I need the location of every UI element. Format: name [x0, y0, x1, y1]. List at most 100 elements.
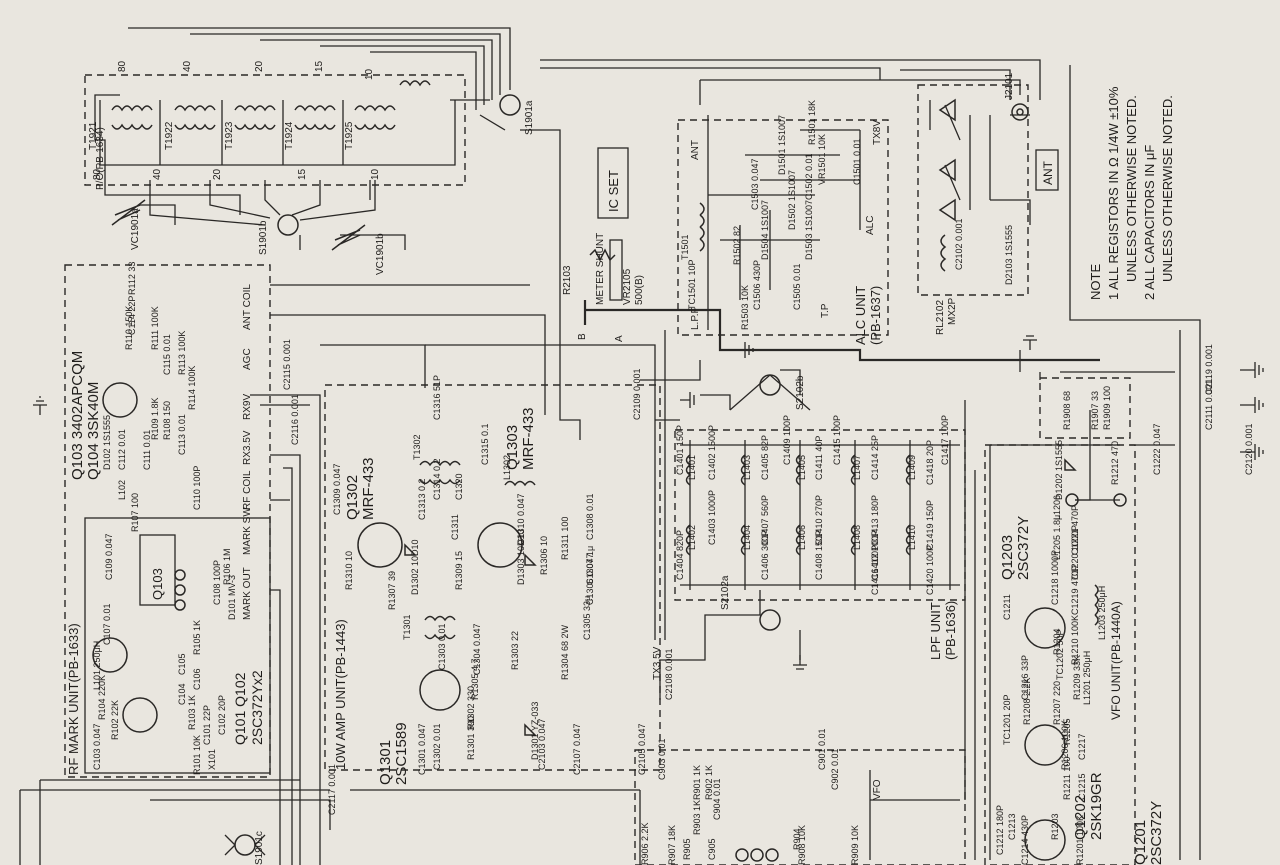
part-l1406: L1406 — [797, 525, 807, 550]
part-d1503: D1503 1S1007 — [804, 200, 814, 260]
part-l1410: L1410 — [907, 525, 917, 550]
part-r904: R904 — [792, 828, 802, 850]
part-r112: R112 33 — [127, 262, 137, 295]
part-c1215: C1215 — [1077, 773, 1087, 800]
part-r1211: R1211 100 — [1062, 757, 1072, 800]
part-c1221: C1221 470P — [1070, 505, 1080, 555]
part-r909: R909 10K — [850, 825, 860, 865]
part-c1220: C1220 1000P — [1070, 525, 1080, 580]
part-l1409: L1409 — [907, 455, 917, 480]
part-c1313: C1313 0.2 — [417, 478, 427, 520]
vr2105-label: VR2105 — [622, 268, 633, 305]
mark-sw-label: MARK SW — [242, 507, 253, 555]
band-15-top: 15 — [314, 60, 325, 72]
r2103-label: R2103 — [562, 265, 573, 295]
band-10-bottom: 10 — [370, 168, 381, 180]
q1201-label: Q1201 — [1132, 820, 1149, 865]
q1301-type-label: 2SC1589 — [393, 722, 410, 785]
q1303-type-label: MRF-433 — [520, 407, 537, 470]
part-c1303: C1303 0.01 — [437, 623, 447, 670]
part-l1203: L1203 250μH — [1097, 586, 1107, 640]
band-10-top: 10 — [364, 68, 375, 80]
part-r1209: R1209 33K — [1072, 655, 1082, 700]
note-line-4: UNLESS OTHERWISE NOTED. — [1160, 95, 1175, 282]
band-20-top: 20 — [254, 60, 265, 72]
part-c1414: C1414 25P — [870, 435, 880, 480]
part-c1310: C1310 0.047 — [516, 493, 526, 545]
part-r1311: R1311 100 — [560, 517, 570, 560]
part-c1503: C1503 0.047 — [750, 158, 760, 210]
vr2105-value: 500(B) — [634, 275, 645, 305]
part-l1402: L1402 — [687, 525, 697, 550]
part-c1304: C1304 0.047 — [472, 623, 482, 675]
q1302-type-label: MRF-433 — [360, 457, 377, 520]
alc-label: ALC — [865, 216, 876, 235]
part-r1503: R1503 10K — [740, 285, 750, 330]
part-r111: R111 100K — [150, 306, 160, 350]
part-r1208: R1208 2.2K — [1022, 677, 1032, 725]
part-r114: R114 100K — [187, 366, 197, 410]
q101-symbol — [122, 697, 158, 733]
q101-q102-type-label: 2SC372Yx2 — [249, 670, 265, 745]
q1201-symbol — [1024, 819, 1066, 861]
note-line-2: UNLESS OTHERWISE NOTED. — [1124, 95, 1139, 282]
part-c1302: C1302 0.01 — [432, 723, 442, 770]
part-c2116: C2116 0.001 — [290, 394, 300, 445]
s1901c-label: S1901c — [254, 831, 265, 865]
part-r1306: R1306 10 — [539, 536, 549, 575]
part-c1405: C1405 82P — [760, 435, 770, 480]
rl2102-label: RL2102 — [935, 300, 946, 335]
part-l101: L101 250μH — [92, 641, 102, 690]
part-c1307: C1307 1μ — [585, 546, 595, 585]
part-l102: L102 — [117, 480, 127, 500]
components — [33, 80, 1264, 862]
part-c1217: C1217 — [1077, 733, 1087, 760]
s1901b-label: S1901b — [258, 220, 269, 255]
note-title: NOTE — [1088, 264, 1103, 300]
tx8v-label: TX8V — [872, 120, 883, 145]
part-r907: R907 18K — [667, 825, 677, 865]
part-c1314: C1314 0.2 — [432, 458, 442, 500]
part-c111: C111 0.01 — [142, 430, 152, 470]
part-c1305: C1305 33μ — [582, 596, 592, 640]
part-c105: C105 — [177, 653, 187, 675]
q1203-type-label: 2SC372Y — [1015, 516, 1032, 580]
part-r1303: R1303 22 — [510, 631, 520, 670]
unit-vfo-label: VFO UNIT(PB-1440A) — [1109, 601, 1123, 720]
part-c1404: C1404 820P — [675, 530, 685, 580]
part-c2109: C2109 0.001 — [632, 368, 642, 420]
tx35v-label: TX3.5V — [652, 646, 663, 680]
part-r1909: R1909 100 — [1102, 386, 1112, 430]
part-l1403: L1403 — [742, 455, 752, 480]
part-c1401: C1401 150P — [675, 425, 685, 475]
part-r101: R101 10K — [192, 735, 202, 775]
point-a: A — [614, 335, 625, 342]
rf-coil-label: RF COIL — [242, 470, 253, 510]
part-r1302: R1302 330 — [466, 686, 476, 730]
part-l1408: L1408 — [852, 525, 862, 550]
mark-out-label: MARK OUT — [242, 567, 253, 620]
part-d102: D102 1S1555 — [102, 415, 112, 470]
q1202-symbol — [1024, 724, 1066, 766]
part-t1301: T1301 — [402, 614, 412, 640]
agc-label: AGC — [242, 348, 253, 370]
vfo-label: VFO — [872, 779, 883, 800]
part-c1410: C1410 270P — [814, 495, 824, 545]
transformer-t1923: T1923 — [224, 121, 235, 150]
ant-label: ANT — [690, 140, 701, 160]
part-r905: R905 — [682, 838, 692, 860]
unit-lpf-label: LPF UNIT — [928, 602, 943, 660]
part-d1302: D1302 10D10 — [410, 539, 420, 595]
part-r1502: R1502 82 — [732, 226, 742, 265]
part-r1201: R1201 100K — [1075, 815, 1085, 865]
part-c1219: C1219 470P — [1070, 565, 1080, 615]
part-r1301: R1301 390 — [466, 716, 476, 760]
part-c108: C108 100P — [212, 560, 222, 605]
part-c1412: C1412 100P — [870, 530, 880, 580]
part-c1212: C1212 180P — [995, 805, 1005, 855]
band-20-bottom: 20 — [212, 168, 223, 180]
part-t1501: T1501 — [680, 234, 690, 260]
band-40-bottom: 40 — [152, 168, 163, 180]
transformer-t1925: T1925 — [344, 121, 355, 150]
unit-po-label: P/O(PB-1634) — [95, 127, 106, 190]
